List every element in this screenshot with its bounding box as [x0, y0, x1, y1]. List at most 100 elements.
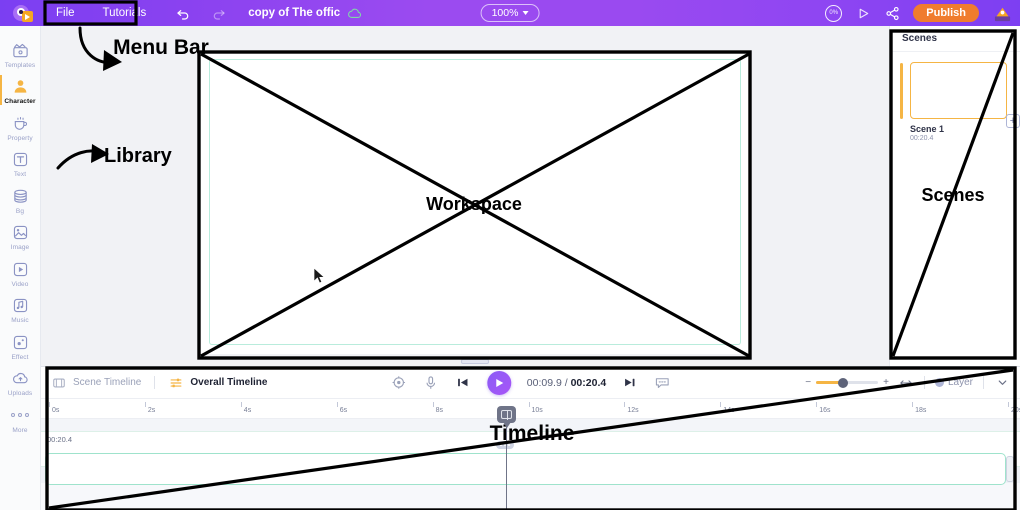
templates-clapper-icon: [11, 41, 29, 59]
skip-next-icon[interactable]: [622, 375, 638, 391]
sidebar-label-uploads: Effect: [11, 353, 29, 361]
ruler-tick-mark: [624, 402, 626, 407]
render-progress-badge[interactable]: 0%: [825, 4, 843, 22]
document-title[interactable]: copy of The offic: [248, 7, 341, 19]
text-t-icon: [11, 151, 29, 169]
add-scene-icon[interactable]: +: [1006, 114, 1020, 128]
scene-meta: Scene 1 00:20.4: [910, 124, 1010, 142]
tab-label-scene-timeline: Scene Timeline: [73, 377, 142, 388]
timeline-zoom-slider[interactable]: − +: [805, 376, 889, 388]
share-icon[interactable]: [884, 5, 900, 21]
layer-icon: [934, 378, 944, 387]
scene-thumbnail[interactable]: [910, 62, 1007, 119]
skip-previous-icon[interactable]: [455, 375, 471, 391]
user-avatar-icon[interactable]: [992, 3, 1012, 23]
menu-file[interactable]: File: [56, 7, 75, 19]
zoom-out-button[interactable]: −: [805, 376, 812, 388]
microphone-icon[interactable]: [423, 375, 439, 391]
clip-trim-handle-right[interactable]: [1006, 456, 1014, 482]
zoom-in-button[interactable]: +: [883, 376, 889, 388]
current-time: 00:09.9: [526, 376, 562, 389]
scene-duration: 00:20.4: [910, 135, 934, 142]
ruler-tick-mark: [912, 402, 914, 407]
scene-name: Scene 1: [910, 124, 945, 134]
layer-button[interactable]: Layer: [934, 377, 973, 388]
timeline-playhead[interactable]: [497, 406, 516, 510]
ruler-tick-mark: [49, 402, 50, 407]
playhead-grip-icon[interactable]: [497, 406, 516, 428]
toolbar-divider: [154, 376, 156, 389]
layer-label: Layer: [947, 377, 973, 388]
timeline-right-controls: − + Layer: [805, 375, 1010, 391]
tab-label-overall-timeline: Overall Timeline: [190, 377, 268, 388]
sidebar-item-effect[interactable]: Effect: [0, 328, 41, 365]
sidebar-item-more[interactable]: More: [0, 401, 41, 438]
zoom-slider-track[interactable]: [816, 377, 879, 388]
publish-button[interactable]: Publish: [913, 4, 979, 22]
tab-scene-timeline[interactable]: Scene Timeline: [51, 375, 141, 391]
property-cup-icon: [11, 114, 29, 132]
undo-icon[interactable]: [176, 6, 191, 21]
timeline-clip[interactable]: [45, 453, 1014, 485]
music-note-icon: [11, 297, 29, 315]
image-picture-icon: [11, 224, 29, 242]
sidebar-label-property: Property: [7, 134, 33, 142]
preview-play-icon[interactable]: [855, 5, 871, 21]
ruler-tick-mark: [720, 402, 722, 407]
annotation-menu-bar: Menu Bar: [113, 36, 209, 59]
more-dots-icon: [11, 406, 29, 424]
uploads-cloud-icon: [11, 370, 29, 388]
record-camera-icon[interactable]: [391, 375, 407, 391]
sidebar-label-image: Bg: [15, 207, 25, 215]
sidebar-label-templates: Templates: [4, 61, 36, 69]
animaker-logo-icon[interactable]: [0, 0, 42, 26]
toolbar-divider-2: [923, 376, 925, 389]
undo-redo-group: [176, 6, 226, 21]
sidebar-label-video: Image: [10, 244, 30, 251]
chevron-down-icon: [522, 11, 529, 15]
ruler-tick-label: 2s: [147, 407, 156, 414]
library-sidebar: Templates Character Property Text Bg: [0, 26, 41, 510]
sidebar-item-bg[interactable]: Bg: [0, 182, 41, 219]
zoom-level-selector[interactable]: 100%: [480, 4, 540, 22]
character-person-icon: [11, 78, 29, 96]
fit-to-width-icon[interactable]: [898, 375, 914, 391]
zoom-slider-knob[interactable]: [838, 377, 849, 388]
annotation-workspace: Workspace: [426, 194, 522, 214]
sidebar-item-property[interactable]: Property: [0, 109, 41, 146]
video-play-icon: [11, 260, 29, 278]
background-layers-icon: [11, 187, 29, 205]
ruler-tick-label: 12s: [627, 407, 639, 414]
timeline-ruler[interactable]: 0s2s4s6s8s10s12s14s16s18s20s: [41, 399, 1020, 419]
playback-controls: 00:09.9 / 00:20.4: [391, 370, 670, 395]
canvas-resize-handle[interactable]: [461, 359, 489, 364]
sidebar-item-text[interactable]: Text: [0, 146, 41, 183]
sidebar-label-more-text: More: [12, 426, 28, 434]
sidebar-label-more: Uploads: [7, 390, 33, 397]
sidebar-item-image[interactable]: Image: [0, 219, 41, 256]
sidebar-item-uploads[interactable]: Uploads: [0, 365, 41, 402]
sidebar-item-templates[interactable]: Templates: [0, 36, 41, 73]
sidebar-label-bg: Text: [13, 171, 27, 178]
sidebar-label-character: Character: [4, 98, 36, 105]
track-row-tertiary[interactable]: [41, 483, 1020, 510]
play-button[interactable]: [486, 370, 511, 395]
mouse-pointer-icon: [313, 267, 326, 284]
scene-list-item[interactable]: [900, 62, 1010, 119]
ruler-tick-label: 8s: [435, 407, 443, 414]
chevron-down-icon[interactable]: [994, 375, 1010, 391]
sidebar-item-music[interactable]: Music: [0, 292, 41, 329]
menu-tutorials[interactable]: Tutorials: [102, 7, 147, 19]
zoom-level-value: 100%: [491, 7, 519, 19]
ruler-tick-mark: [432, 402, 434, 407]
tab-overall-timeline[interactable]: Overall Timeline: [168, 375, 267, 391]
sidebar-item-character[interactable]: Character: [0, 73, 41, 110]
sidebar-item-video[interactable]: Video: [0, 255, 41, 292]
timeline-time-display: 00:09.9 / 00:20.4: [527, 377, 606, 389]
scene-timeline-icon: [51, 375, 67, 391]
ruler-tick-label: 14s: [723, 407, 735, 414]
redo-icon[interactable]: [211, 6, 226, 21]
caption-subtitle-icon[interactable]: [654, 375, 670, 391]
time-separator: /: [564, 376, 568, 389]
sidebar-label-effect: Music: [11, 317, 29, 324]
